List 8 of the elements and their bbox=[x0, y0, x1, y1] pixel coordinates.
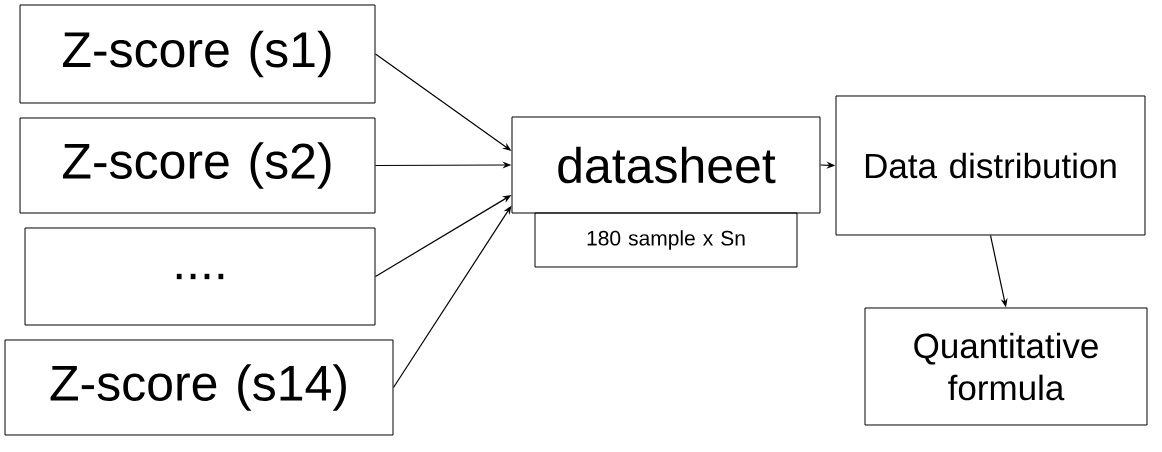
process-box: Data distribution bbox=[835, 95, 1146, 236]
process-box: Z-score (s1) bbox=[19, 4, 376, 104]
process-box: Z-score (s2) bbox=[19, 117, 376, 214]
sub-label-box: 180 sample x Sn bbox=[534, 212, 798, 268]
process-box: datasheet bbox=[511, 116, 821, 214]
process-box: Z-score (s14) bbox=[4, 339, 394, 436]
process-box: Quantitative formula bbox=[864, 307, 1148, 426]
process-box: .... bbox=[24, 227, 376, 326]
